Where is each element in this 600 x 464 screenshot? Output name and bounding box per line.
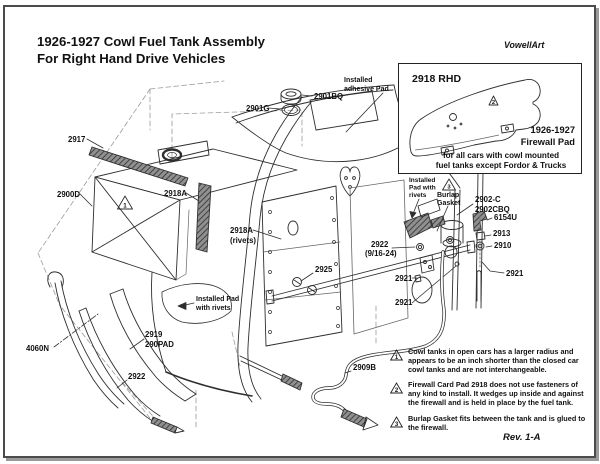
valve-assembly-drawing	[265, 198, 488, 305]
pad-strip-2918A	[195, 182, 212, 253]
part-label-2902C: 2902-C	[475, 195, 501, 204]
part-label-4060N: 4060N	[26, 344, 49, 353]
warning-number-tank: 1	[123, 203, 127, 210]
warning-triangle-icon: 3	[390, 415, 403, 428]
artist-credit: VowellArt	[504, 40, 545, 50]
inset-caption-line2: Firewall Pad	[520, 136, 575, 147]
part-label-2921-b: 2921	[395, 298, 413, 307]
svg-text:3: 3	[395, 422, 399, 428]
label-burlap-gasket-1: Burlap	[437, 192, 459, 199]
label-installed-pad-left-2: with rivets	[195, 305, 231, 312]
part-labels: 2917 2900D 2918A 2901G 2901BQ Installed …	[26, 77, 524, 381]
part-label-2913: 2913	[493, 229, 511, 238]
label-installed-pad-right-3: rivets	[409, 192, 427, 199]
part-label-2922-thread: (9/16-24)	[365, 249, 397, 258]
label-installed-adhesive-pad-1: Installed	[344, 77, 372, 84]
construction-lines	[37, 80, 377, 431]
part-label-2902CBQ: 2902CBQ	[475, 205, 510, 214]
cowl-body-drawing	[151, 84, 484, 403]
warning-number-burlap: 3	[447, 185, 451, 191]
part-label-2921-a: 2921	[395, 274, 413, 283]
leader-lines	[53, 92, 505, 389]
inset-subcaption-line2: fuel tanks except Fordor & Trucks	[435, 160, 567, 170]
fuel-tank-drawing: 1	[91, 140, 298, 281]
warning-triangle-icon: 2	[390, 382, 403, 394]
note-2: 2 Firewall Card Pad 2918 does not use fa…	[390, 380, 590, 407]
note-1: 1 Cowl tanks in open cars has a larger r…	[390, 347, 590, 374]
inset-box-firewall-pad: 2 2918 RHD 1926-1927 Firewall Pad for al…	[398, 63, 582, 174]
part-label-2921-c: 2921	[506, 269, 524, 278]
part-label-2919: 2919	[145, 330, 163, 339]
warning-triangle-tank	[117, 195, 133, 210]
part-label-2917: 2917	[68, 135, 85, 144]
part-label-6154U: 6154U	[494, 213, 517, 222]
label-installed-pad-left-1: Installed Pad	[196, 296, 239, 303]
inset-subcaption: for all cars with cowl mounted fuel tank…	[423, 151, 579, 170]
page-title: 1926-1927 Cowl Fuel Tank Assembly For Ri…	[37, 33, 265, 67]
part-label-2925: 2925	[315, 265, 333, 274]
support-bar-drawing	[271, 244, 471, 302]
revision-label: Rev. 1-A	[503, 432, 541, 443]
note-3: 3 Burlap Gasket fits between the tank an…	[390, 413, 590, 433]
warning-triangle-inset	[488, 95, 499, 106]
inset-part-number: 2918 RHD	[412, 73, 462, 85]
label-installed-pad-right-1: Installed	[409, 177, 435, 184]
part-label-2922-nut: 2922	[371, 240, 389, 249]
page-title-line2: For Right Hand Drive Vehicles	[37, 51, 226, 66]
part-label-2918A: 2918A	[164, 189, 187, 198]
inset-caption: 1926-1927 Firewall Pad	[521, 125, 575, 148]
svg-text:2: 2	[395, 388, 399, 394]
nut-2913-drawing	[475, 231, 486, 241]
warning-triangle-burlap	[442, 178, 456, 191]
part-label-2909B: 2909B	[353, 363, 376, 372]
inset-caption-line1: 1926-1927	[530, 125, 575, 135]
label-burlap-gasket-2: Gasket	[437, 200, 461, 207]
windlace-strip-2917	[88, 146, 189, 187]
page-title-line1: 1926-1927 Cowl Fuel Tank Assembly	[37, 34, 265, 49]
part-label-2901G: 2901G	[246, 104, 269, 113]
inset-subcaption-line1: for all cars with cowl mounted	[442, 151, 560, 160]
note-text: Cowl tanks in open cars has a larger rad…	[408, 347, 579, 374]
label-installed-adhesive-pad-2: adhesive Pad	[344, 86, 389, 93]
fuel-line-drawing	[311, 250, 446, 431]
label-installed-pad-right-2: Pad with	[409, 185, 436, 192]
part-label-2918A-rivets-1: 2918A	[230, 226, 253, 235]
part-label-2900D: 2900D	[57, 190, 80, 199]
trim-strips-drawing	[47, 271, 197, 434]
note-text: Firewall Card Pad 2918 does not use fast…	[408, 380, 584, 407]
svg-text:1: 1	[395, 355, 399, 361]
note-text: Burlap Gasket fits between the tank and …	[408, 413, 586, 432]
footnotes: 1 Cowl tanks in open cars has a larger r…	[390, 347, 590, 439]
part-label-290PAD: 290PAD	[145, 340, 174, 349]
warning-triangle-icon: 1	[390, 349, 403, 361]
firewall-pad-drawing: 2	[409, 79, 541, 157]
part-label-2910: 2910	[494, 241, 512, 250]
part-label-2918A-rivets-2: (rivets)	[230, 236, 256, 245]
part-label-2901BQ: 2901BQ	[314, 92, 343, 101]
warning-number-inset: 2	[492, 100, 495, 106]
part-label-2922-strip: 2922	[128, 372, 146, 381]
filler-cap-drawing	[280, 88, 302, 116]
